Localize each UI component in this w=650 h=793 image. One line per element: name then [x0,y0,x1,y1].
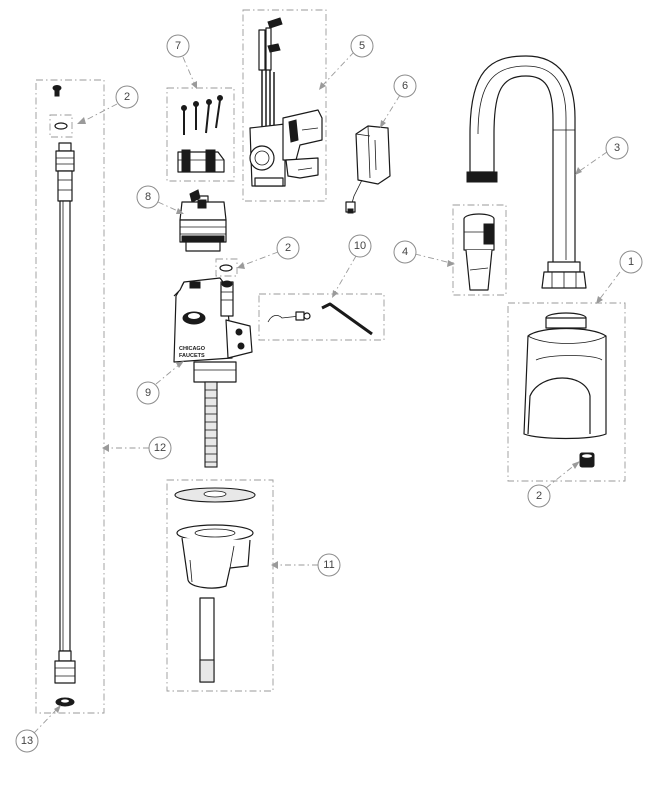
battery-pack-group [345,125,391,214]
callout-8: 8 [136,185,184,214]
supply-hose-lower-fitting [54,650,76,684]
supply-hose-upper-fitting [55,142,75,202]
supply-top-screw [52,85,62,97]
callout-label-1: 1 [628,256,634,268]
callout-label-9: 9 [145,387,151,399]
base-gasket [579,452,595,468]
mounting-tube [199,597,215,683]
callout-7: 7 [166,34,197,89]
screw-and-clip-kit-group [166,87,235,182]
brand-line1: CHICAGO [179,346,206,352]
supply-hose-body [59,200,71,652]
callout-2-supply: 2 [77,85,139,124]
solenoid-valve [249,123,286,187]
hex-key-frame [258,293,385,341]
callout-5: 5 [319,34,374,90]
callout-2-base: 2 [527,461,580,508]
callout-label-2-base: 2 [536,490,542,502]
callout-label-2-valve: 2 [285,242,291,254]
solenoid-sensor-group [242,9,327,202]
callout-label-3: 3 [614,142,620,154]
screw-kit-frame [166,87,235,182]
brand-line2: FAUCETS [179,353,205,359]
callout-label-7: 7 [175,40,181,52]
callout-9: 9 [136,361,184,405]
mounting-hardware-frame [166,479,274,692]
callout-2-valve: 2 [237,236,300,269]
callout-label-11: 11 [323,559,334,571]
callout-3: 3 [575,136,629,175]
callout-label-10: 10 [354,240,366,252]
callout-label-6: 6 [402,80,408,92]
callouts: 1 2 2 2 3 [15,34,643,753]
callout-11: 11 [271,553,341,577]
callout-1: 1 [596,250,643,304]
hex-key-and-tool-group [258,293,385,341]
solenoid-frame [242,9,327,202]
callout-label-4: 4 [402,246,408,258]
callout-label-12: 12 [154,442,166,454]
supply-gasket [49,114,73,138]
mounting-plate [174,487,256,503]
base-cover-group [507,302,626,482]
callout-label-8: 8 [145,191,151,203]
sensor-wires [258,17,283,130]
spout-adapter-group [452,204,507,296]
callout-label-5: 5 [359,40,365,52]
valve-gasket [215,258,238,277]
faucet-body-group: CHICAGO FAUCETS [173,277,253,468]
callout-13: 13 [15,705,61,753]
callout-label-2-supply: 2 [124,91,130,103]
gooseneck-spout-group [466,55,587,289]
solenoid-bracket [282,109,323,179]
callout-12: 12 [102,436,172,460]
spout-adapter-frame [452,204,507,296]
callout-4: 4 [393,240,455,267]
callout-6: 6 [380,74,417,128]
mounting-clip [177,149,225,173]
spout-base-nut [541,261,587,289]
callout-label-13: 13 [21,735,33,747]
cartridge-group [179,189,227,252]
supply-hose-frame [35,79,105,714]
mounting-hardware-group [166,479,274,692]
hose-washer [55,697,75,707]
supply-hose-group [35,79,105,714]
mounting-bracket [176,524,254,589]
shank-threads [205,389,217,463]
callout-10: 10 [332,234,372,298]
long-screws [181,95,223,135]
base-cover-frame [507,302,626,482]
